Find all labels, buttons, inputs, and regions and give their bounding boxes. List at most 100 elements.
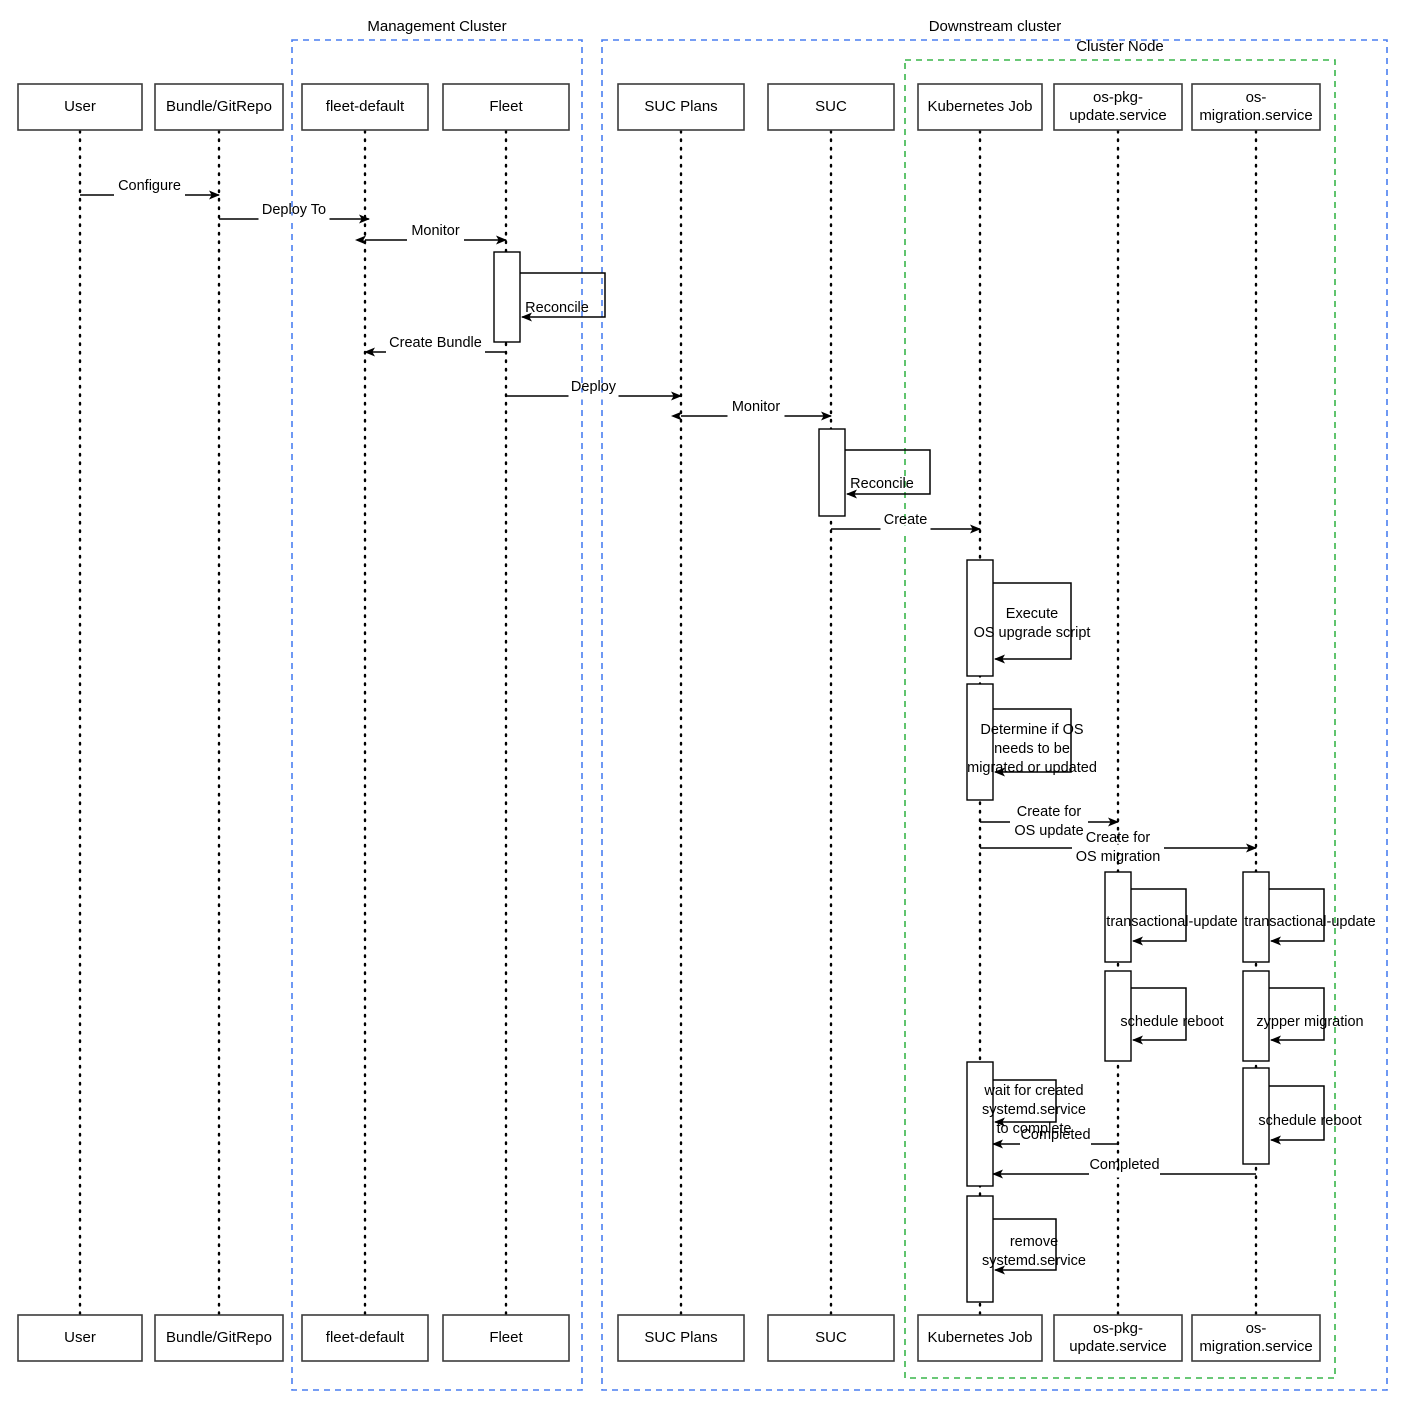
- participant-bundle-gitrepo-bottom[interactable]: Bundle/GitRepo: [154, 1314, 284, 1362]
- message-monitor-suc: Monitor: [671, 399, 832, 421]
- participant-box-suc-plans[interactable]: [617, 83, 745, 131]
- pkg-transactional-activation: [1104, 871, 1132, 963]
- message-monitor-fleet-label: Monitor: [411, 223, 460, 239]
- message-create-bundle-label-backing: [386, 348, 485, 356]
- self-message-schedule-reboot-pkg-label: schedule reboot: [1120, 1014, 1223, 1030]
- self-message-transactional-update-migration-loop: [1269, 888, 1325, 946]
- participant-suc-plans-bottom[interactable]: SUC Plans: [617, 1314, 745, 1362]
- group-box-management-cluster: [291, 39, 583, 1391]
- message-configure: Configure: [80, 178, 220, 200]
- participant-fleet-bottom[interactable]: Fleet: [442, 1314, 570, 1362]
- participant-box-suc[interactable]: [767, 1314, 895, 1362]
- participant-box-os-migration-service[interactable]: [1191, 83, 1321, 131]
- participant-os-migration-service-bottom[interactable]: os-migration.service: [1191, 1314, 1321, 1362]
- participant-fleet-top[interactable]: Fleet: [442, 83, 570, 131]
- message-create-job: Create: [831, 512, 981, 534]
- group-label-management-cluster: Management Cluster: [367, 18, 506, 35]
- self-message-execute-os-upgrade-script-loop: [993, 582, 1072, 664]
- self-message-transactional-update-migration: transactional-update: [1244, 888, 1376, 946]
- participant-box-suc-plans[interactable]: [617, 1314, 745, 1362]
- participant-label-os-pkg-update-service: os-pkg-update.service: [1069, 1320, 1167, 1355]
- self-message-transactional-update-pkg-loop: [1131, 888, 1187, 946]
- participant-label-os-migration-service: os-migration.service: [1199, 89, 1312, 124]
- participant-box-fleet[interactable]: [442, 1314, 570, 1362]
- participant-box-kubernetes-job[interactable]: [917, 83, 1043, 131]
- participant-box-fleet-default[interactable]: [301, 83, 429, 131]
- participant-box-user[interactable]: [17, 83, 143, 131]
- message-deploy-to-label-backing: [258, 215, 330, 223]
- fleet-reconcile-activation: [493, 251, 521, 343]
- participant-os-pkg-update-service-bottom[interactable]: os-pkg-update.service: [1053, 1314, 1183, 1362]
- participant-bundle-gitrepo-top[interactable]: Bundle/GitRepo: [154, 83, 284, 131]
- activation-bars: [493, 251, 1270, 1303]
- participant-box-bundle-gitrepo[interactable]: [154, 83, 284, 131]
- participant-kubernetes-job-top[interactable]: Kubernetes Job: [917, 83, 1043, 131]
- message-completed-pkg-label-backing: [1020, 1140, 1091, 1148]
- participant-box-user[interactable]: [17, 1314, 143, 1362]
- self-message-reconcile-suc-loop: [845, 449, 931, 499]
- message-completed-migration: Completed: [992, 1157, 1256, 1179]
- job-wait-activation: [966, 1061, 994, 1187]
- participant-user-top[interactable]: User: [17, 83, 143, 131]
- participant-box-suc[interactable]: [767, 83, 895, 131]
- participant-label-kubernetes-job: Kubernetes Job: [927, 1329, 1032, 1346]
- message-create-bundle: Create Bundle: [364, 335, 506, 357]
- participant-fleet-default-bottom[interactable]: fleet-default: [301, 1314, 429, 1362]
- message-monitor-fleet: Monitor: [355, 223, 507, 245]
- self-message-wait-for-systemd-loop: [993, 1079, 1057, 1127]
- participant-suc-top[interactable]: SUC: [767, 83, 895, 131]
- message-create-job-label-backing: [880, 525, 931, 533]
- participant-box-fleet[interactable]: [442, 83, 570, 131]
- participant-kubernetes-job-bottom[interactable]: Kubernetes Job: [917, 1314, 1043, 1362]
- participant-box-os-migration-service[interactable]: [1191, 1314, 1321, 1362]
- participant-label-suc-plans: SUC Plans: [644, 1329, 717, 1346]
- participant-fleet-default-top[interactable]: fleet-default: [301, 83, 429, 131]
- participant-user-bottom[interactable]: User: [17, 1314, 143, 1362]
- message-monitor-fleet-label-backing: [407, 236, 464, 244]
- self-message-reconcile-suc-label: Reconcile: [850, 476, 914, 492]
- self-message-schedule-reboot-migration-label: schedule reboot: [1258, 1113, 1361, 1129]
- self-message-reconcile-fleet: Reconcile: [520, 272, 606, 322]
- participant-suc-plans-top[interactable]: SUC Plans: [617, 83, 745, 131]
- participant-box-fleet-default[interactable]: [301, 1314, 429, 1362]
- message-create-for-os-update-label-backing: [1010, 818, 1088, 826]
- participant-label-suc: SUC: [815, 1329, 847, 1346]
- message-completed-migration-label-backing: [1089, 1170, 1160, 1178]
- participant-os-pkg-update-service-top[interactable]: os-pkg-update.service: [1053, 83, 1183, 131]
- self-message-zypper-migration: zypper migration: [1256, 987, 1364, 1045]
- suc-reconcile-activation: [818, 428, 846, 517]
- participant-suc-bottom[interactable]: SUC: [767, 1314, 895, 1362]
- participant-box-bundle-gitrepo[interactable]: [154, 1314, 284, 1362]
- participant-box-os-pkg-update-service[interactable]: [1053, 83, 1183, 131]
- participant-box-kubernetes-job[interactable]: [917, 1314, 1043, 1362]
- participant-label-bundle-gitrepo: Bundle/GitRepo: [166, 98, 272, 115]
- participant-label-fleet-default: fleet-default: [326, 1329, 405, 1346]
- group-box-cluster-node: [904, 59, 1336, 1379]
- self-message-reconcile-fleet-label: Reconcile: [525, 300, 589, 316]
- self-message-schedule-reboot-pkg: schedule reboot: [1120, 987, 1224, 1045]
- mig-zypper-activation: [1242, 970, 1270, 1062]
- message-completed-pkg: Completed: [992, 1127, 1118, 1149]
- self-message-reconcile-fleet-loop: [520, 272, 606, 322]
- self-message-schedule-reboot-migration: schedule reboot: [1258, 1085, 1362, 1145]
- self-message-remove-systemd-loop: [993, 1218, 1057, 1275]
- participant-box-os-pkg-update-service[interactable]: [1053, 1314, 1183, 1362]
- mig-transactional-activation: [1242, 871, 1270, 963]
- participant-label-os-migration-service: os-migration.service: [1199, 1320, 1312, 1355]
- participant-label-kubernetes-job: Kubernetes Job: [927, 98, 1032, 115]
- message-deploy-to: Deploy To: [219, 202, 370, 224]
- participant-boxes: UserUserBundle/GitRepoBundle/GitRepoflee…: [17, 83, 1321, 1362]
- participant-os-migration-service-top[interactable]: os-migration.service: [1191, 83, 1321, 131]
